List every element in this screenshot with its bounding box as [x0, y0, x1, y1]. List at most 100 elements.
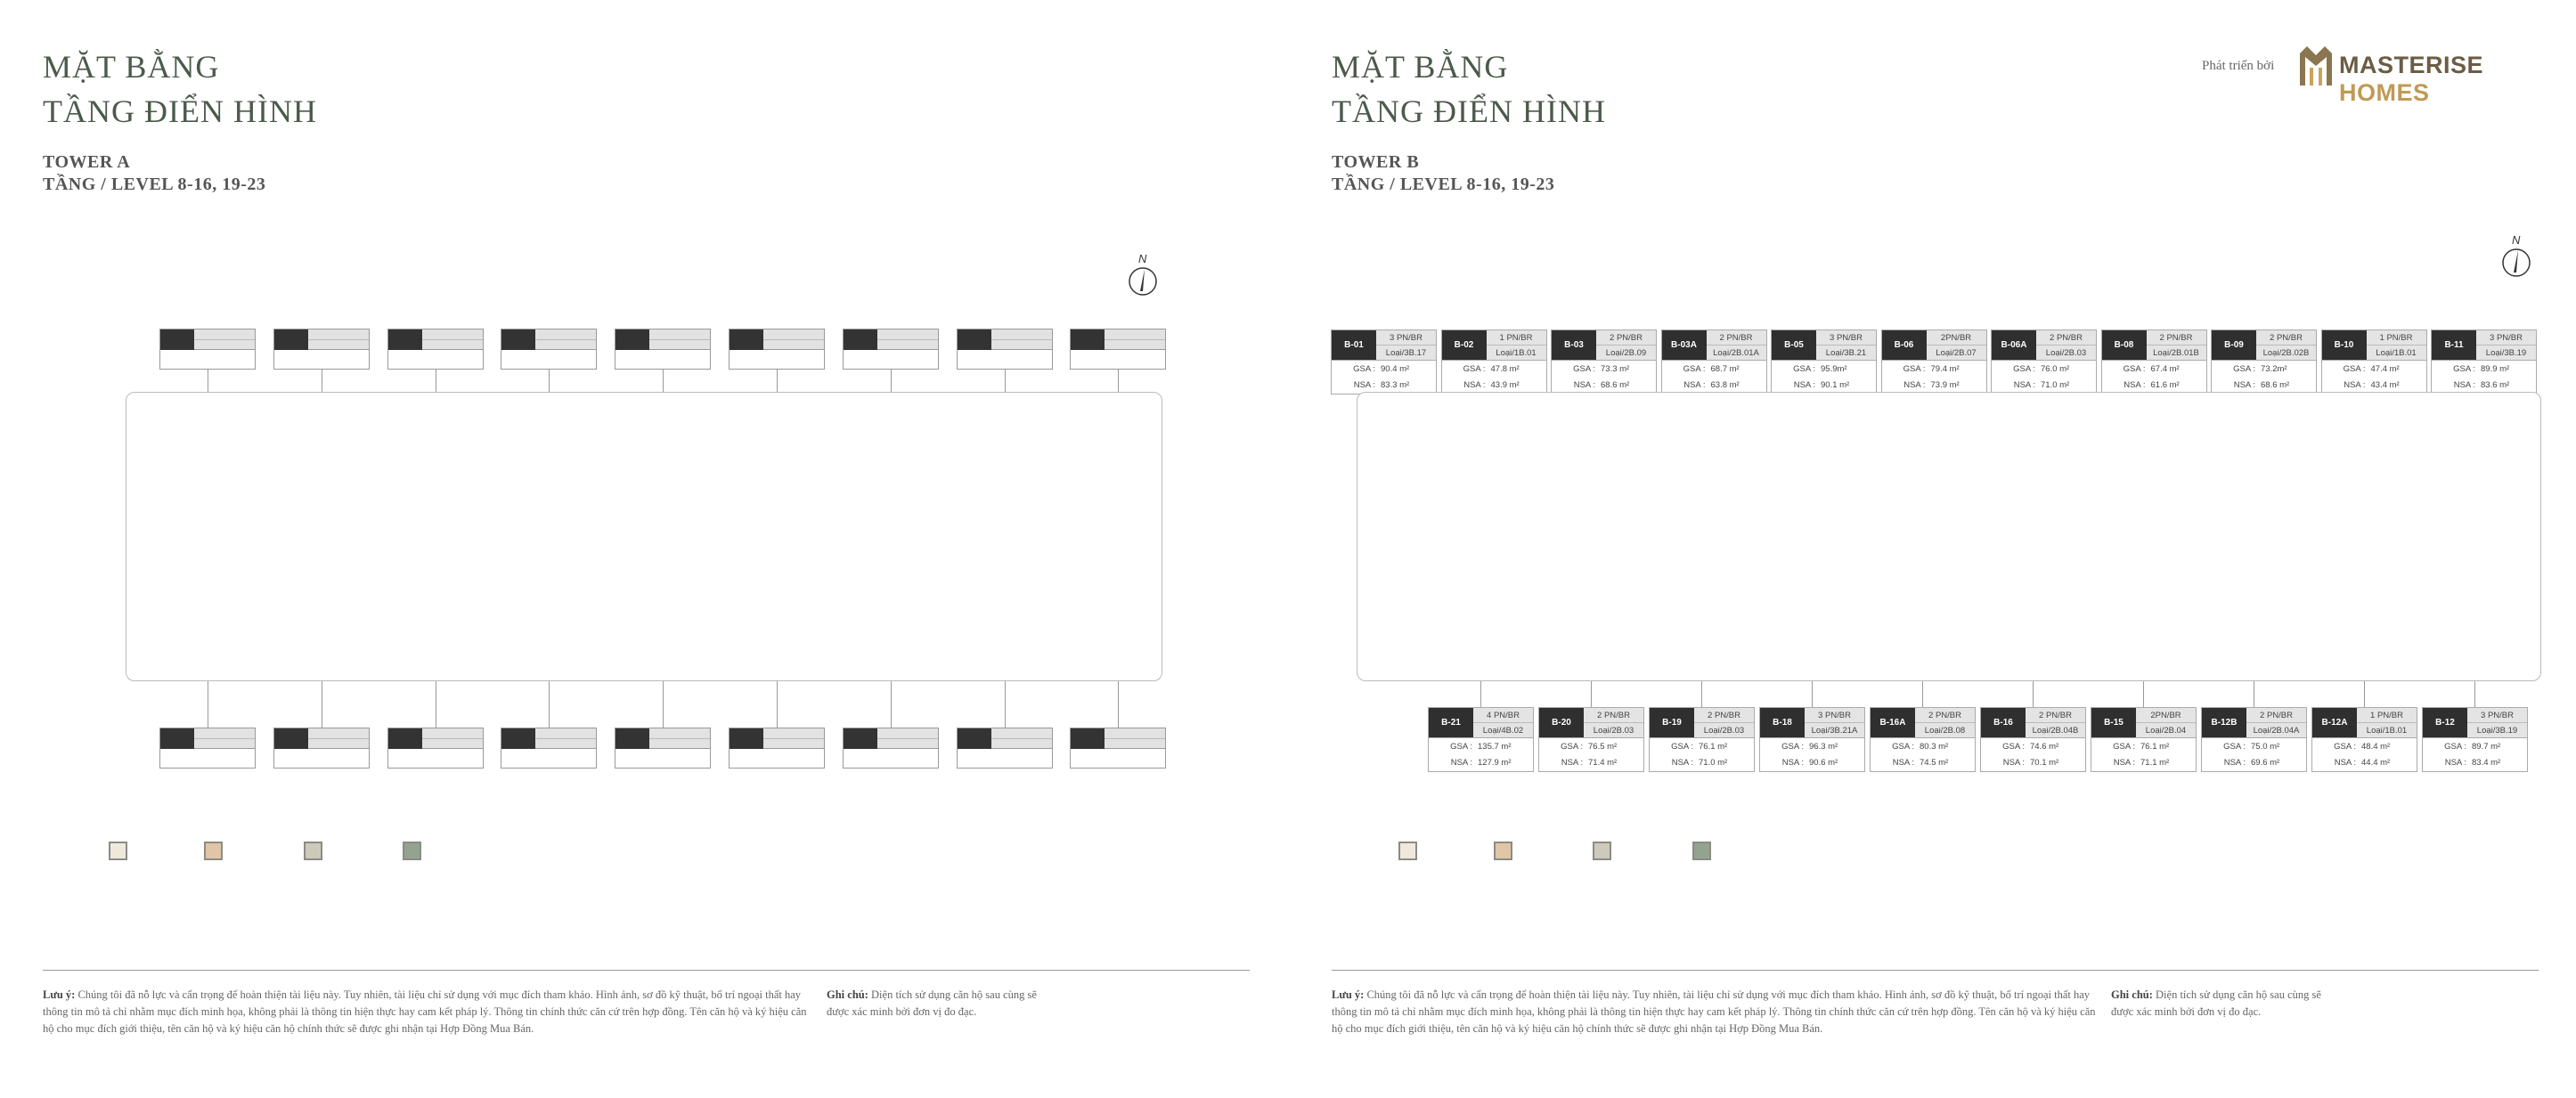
unit-code: B-09 [2212, 330, 2256, 360]
unit-bedrooms: 3 PN/BR [1805, 708, 1864, 723]
gsa-value: 74.6 m² [2030, 741, 2059, 752]
legend-swatch [1692, 842, 1711, 860]
nsa-label: NSA : [1892, 757, 1914, 768]
unit-bedrooms: 1 PN/BR [2357, 708, 2417, 723]
nsa-row: NSA :70.1 m² [1981, 754, 2085, 770]
unit-bedrooms: 2 PN/BR [2146, 330, 2206, 346]
unit-type-code: Loại/2B.01A [1713, 347, 1759, 358]
gsa-label: GSA : [2343, 363, 2366, 374]
unit-code: B-08 [2101, 330, 2147, 360]
unit-type-code: Loại/2B.04A [2253, 725, 2300, 736]
nsa-row: NSA :71.0 m² [1992, 377, 2096, 393]
nsa-row: NSA :73.9 m² [1882, 377, 1986, 393]
nsa-value: 127.9 m² [1478, 757, 1512, 768]
disclaimer-text: Chúng tôi đã nỗ lực và cẩn trọng để hoàn… [1332, 988, 2096, 1035]
gsa-row: GSA :73.3 m² [1552, 361, 1656, 377]
gsa-value: 76.0 m² [2041, 363, 2070, 374]
unit-label-box [501, 728, 598, 769]
nsa-row: NSA :90.6 m² [1760, 754, 1864, 770]
gsa-row: GSA :89.9 m² [2432, 361, 2536, 377]
gsa-label: GSA : [1892, 741, 1914, 752]
unit-label-box [842, 329, 939, 370]
unit-type-cell [1105, 329, 1166, 350]
gsa-label: GSA : [1561, 741, 1583, 752]
unit-type-cell [421, 329, 483, 350]
nsa-row: NSA :69.6 m² [2202, 754, 2306, 770]
gsa-label: GSA : [1450, 741, 1472, 752]
nsa-label: NSA : [2233, 379, 2255, 390]
gsa-row: GSA :47.8 m² [1442, 361, 1546, 377]
disclaimer-note: Lưu ý: Chúng tôi đã nỗ lực và cẩn trọng … [43, 987, 809, 1037]
nsa-label: NSA : [1561, 757, 1583, 768]
leader-line [1812, 671, 1813, 707]
unit-label-box [956, 329, 1053, 370]
nsa-label: NSA : [1573, 379, 1595, 390]
unit-type-cell [307, 329, 369, 350]
unit-label-box [387, 728, 484, 769]
nsa-value: 43.9 m² [1490, 379, 1520, 390]
unit-code: B-18 [1760, 708, 1805, 737]
unit-code-cell [1071, 329, 1105, 350]
unit-code-cell [501, 728, 536, 749]
north-compass-icon: N [1128, 252, 1158, 297]
gsa-label: GSA : [1781, 741, 1804, 752]
gsa-label: GSA : [2002, 741, 2025, 752]
nsa-value: 63.8 m² [1710, 379, 1740, 390]
nsa-row: NSA :71.1 m² [2091, 754, 2196, 770]
unit-type-code: Loại/1B.01 [1496, 347, 1537, 358]
footer-divider [1332, 970, 2539, 971]
gsa-value: 80.3 m² [1920, 741, 1949, 752]
gsa-row: GSA :90.4 m² [1332, 361, 1436, 377]
disclaimer-label: Lưu ý: [1332, 988, 1365, 1001]
unit-bedrooms: 2 PN/BR [1694, 708, 1754, 723]
gsa-value: 135.7 m² [1478, 741, 1512, 752]
tower-a-subtitle: TOWER A TẦNG / LEVEL 8-16, 19-23 [43, 151, 265, 196]
unit-type-code: Loại/2B.01B [2153, 347, 2199, 358]
gsa-row: GSA :67.4 m² [2102, 361, 2206, 377]
gsa-row: GSA :76.1 m² [1650, 738, 1754, 754]
unit-label-box [956, 728, 1053, 769]
nsa-row: NSA :43.4 m² [2322, 377, 2426, 393]
gsa-value: 47.4 m² [2370, 363, 2400, 374]
unit-code: B-19 [1650, 708, 1694, 737]
nsa-value: 44.4 m² [2361, 757, 2391, 768]
nsa-value: 71.0 m² [1699, 757, 1728, 768]
unit-bedrooms: 1 PN/BR [2366, 330, 2426, 346]
brand-name-part2: HOMES [2339, 79, 2430, 106]
unit-bedrooms: 4 PN/BR [1473, 708, 1533, 723]
gsa-label: GSA : [1903, 363, 1926, 374]
unit-code: B-12 [2423, 708, 2467, 737]
nsa-label: NSA : [2223, 757, 2246, 768]
unit-type-code: Loại/2B.07 [1936, 347, 1977, 358]
disclaimer-label: Lưu ý: [43, 988, 76, 1001]
tower-name: TOWER B [1332, 152, 1420, 172]
